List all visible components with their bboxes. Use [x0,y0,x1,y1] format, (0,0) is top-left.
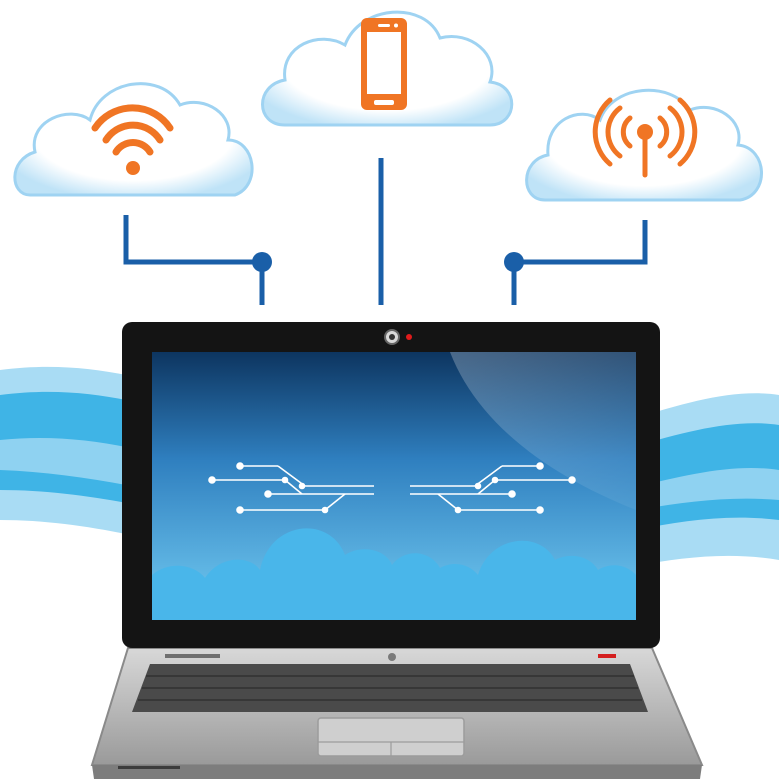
camera-led [406,334,412,340]
connector-node-right [504,252,524,272]
power-button [388,653,396,661]
keyboard [132,664,648,712]
cloud-center [263,12,512,125]
cloud-right [527,90,762,200]
status-strip-left [165,654,220,658]
power-led [598,654,616,658]
connector-node-left [252,252,272,272]
smartphone-icon [361,18,407,110]
laptop-screen [122,322,660,648]
cloud-left [15,84,252,195]
laptop-base [92,648,702,779]
